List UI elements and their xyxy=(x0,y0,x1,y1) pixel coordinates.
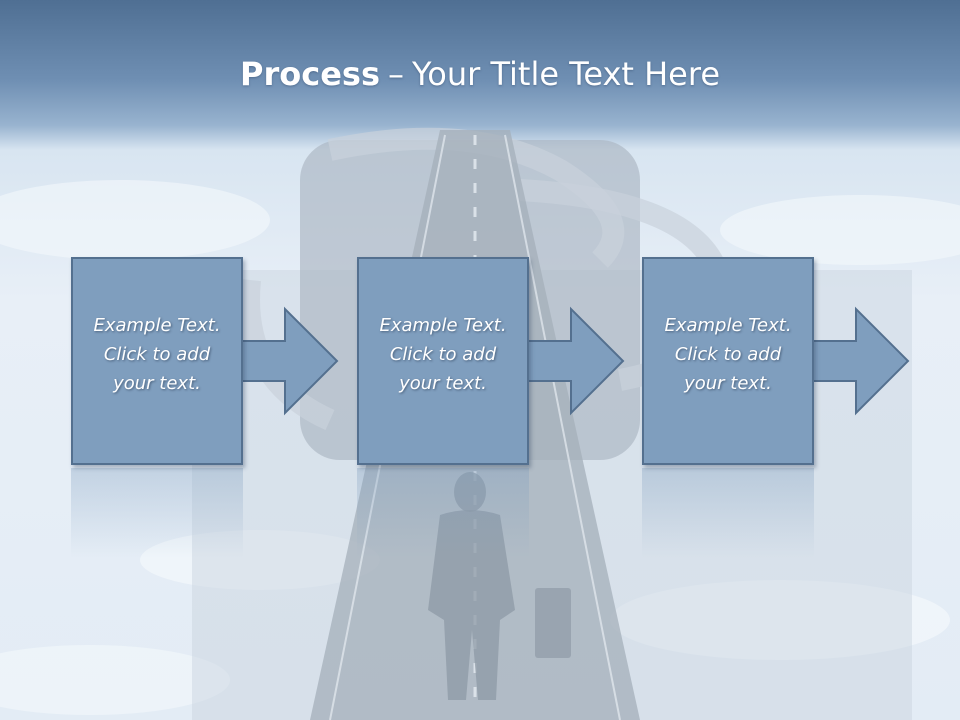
step-text-line: Click to add xyxy=(389,344,497,365)
process-step-1[interactable]: Example Text. Click to add your text. xyxy=(71,257,339,465)
arrow-right-icon xyxy=(811,306,910,416)
step-text[interactable]: Example Text. Click to add your text. xyxy=(357,311,529,398)
step-reflection xyxy=(642,468,814,558)
step-text-line: Click to add xyxy=(103,344,211,365)
step-text[interactable]: Example Text. Click to add your text. xyxy=(642,311,814,398)
step-box xyxy=(71,257,243,465)
title-separator: – xyxy=(387,55,404,93)
slide-title[interactable]: Process–Your Title Text Here xyxy=(0,52,960,96)
step-box xyxy=(642,257,814,465)
step-box xyxy=(357,257,529,465)
step-text-line: your text. xyxy=(399,373,487,394)
arrow-right-icon xyxy=(240,306,339,416)
step-text-line: Example Text. xyxy=(664,315,792,336)
step-text-line: Example Text. xyxy=(93,315,221,336)
title-bold-text: Process xyxy=(240,55,380,93)
process-step-2[interactable]: Example Text. Click to add your text. xyxy=(357,257,625,465)
step-reflection xyxy=(71,468,243,558)
step-text-line: your text. xyxy=(113,373,201,394)
step-text[interactable]: Example Text. Click to add your text. xyxy=(71,311,243,398)
title-rest-text: Your Title Text Here xyxy=(411,55,720,93)
process-step-3[interactable]: Example Text. Click to add your text. xyxy=(642,257,910,465)
step-text-line: Example Text. xyxy=(379,315,507,336)
step-text-line: your text. xyxy=(684,373,772,394)
step-reflection xyxy=(357,468,529,558)
step-text-line: Click to add xyxy=(674,344,782,365)
arrow-right-icon xyxy=(526,306,625,416)
